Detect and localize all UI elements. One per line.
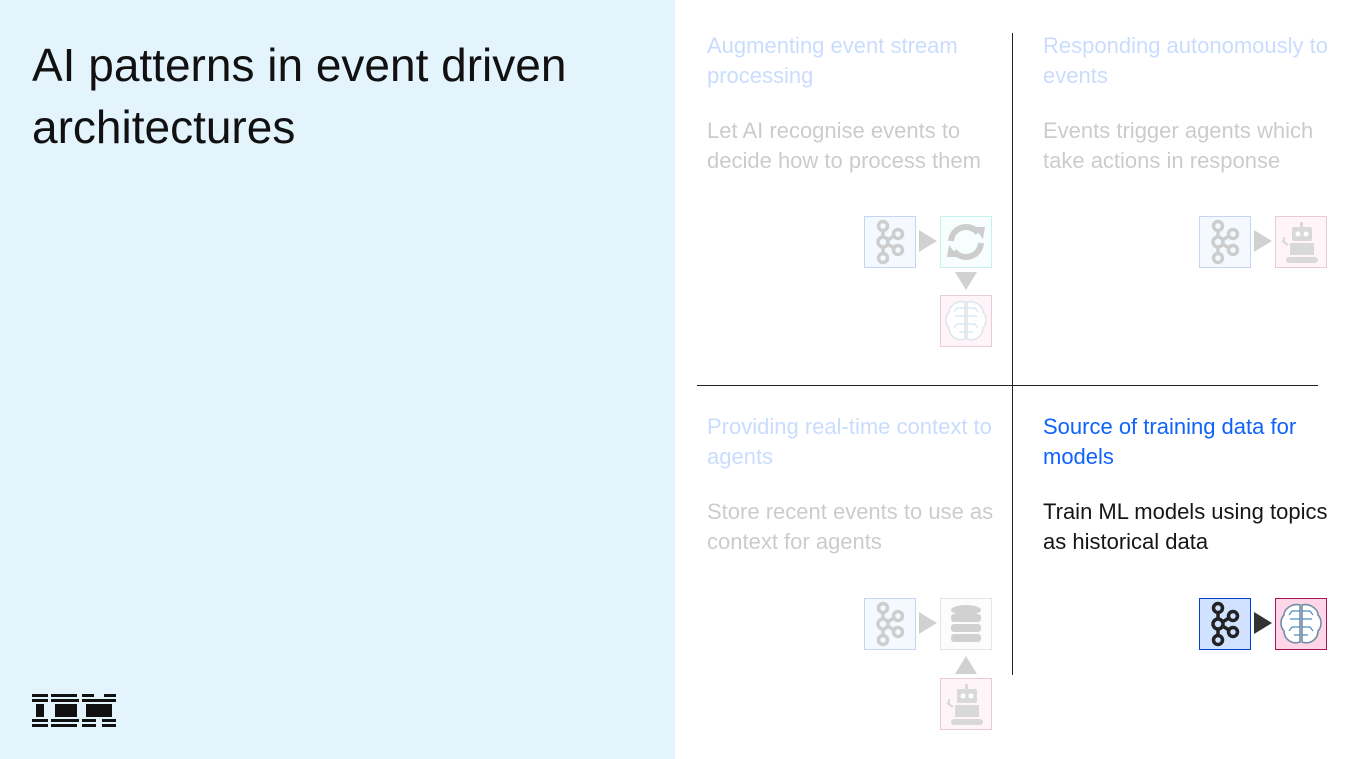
database-icon xyxy=(940,598,992,650)
kafka-icon xyxy=(864,216,916,268)
quadrant-body: Events trigger agents which take actions… xyxy=(1043,118,1314,173)
quadrant-responding: Responding autonomously to events Events… xyxy=(1043,31,1343,176)
arrow-right-icon xyxy=(1254,230,1272,252)
quadrant-context: Providing real-time context to agents St… xyxy=(707,412,1007,557)
kafka-icon xyxy=(864,598,916,650)
kafka-icon xyxy=(1199,598,1251,650)
kafka-icon xyxy=(1199,216,1251,268)
brain-icon xyxy=(1275,598,1327,650)
quadrant-divider-horizontal xyxy=(697,385,1318,386)
quadrant-heading: Source of training data for models xyxy=(1043,414,1297,469)
arrow-up-icon xyxy=(955,656,977,674)
sync-icon xyxy=(940,216,992,268)
quadrant-augmenting: Augmenting event stream processing Let A… xyxy=(707,31,1007,176)
quadrant-body: Store recent events to use as context fo… xyxy=(707,499,994,554)
arrow-right-icon xyxy=(919,230,937,252)
brain-icon xyxy=(940,295,992,347)
arrow-right-icon xyxy=(1254,612,1272,634)
title-panel: AI patterns in event driven architecture… xyxy=(0,0,675,759)
quadrant-heading: Responding autonomously to events xyxy=(1043,33,1328,88)
slide-title: AI patterns in event driven architecture… xyxy=(32,39,567,153)
arrow-down-icon xyxy=(955,272,977,290)
quadrant-heading: Augmenting event stream processing xyxy=(707,33,958,88)
quadrant-divider-vertical xyxy=(1012,33,1013,675)
robot-icon xyxy=(940,678,992,730)
ibm-logo xyxy=(32,694,116,727)
quadrant-body: Let AI recognise events to decide how to… xyxy=(707,118,981,173)
quadrant-heading: Providing real-time context to agents xyxy=(707,414,992,469)
quadrant-training: Source of training data for models Train… xyxy=(1043,412,1343,557)
arrow-right-icon xyxy=(919,612,937,634)
quadrant-body: Train ML models using topics as historic… xyxy=(1043,499,1328,554)
robot-icon xyxy=(1275,216,1327,268)
